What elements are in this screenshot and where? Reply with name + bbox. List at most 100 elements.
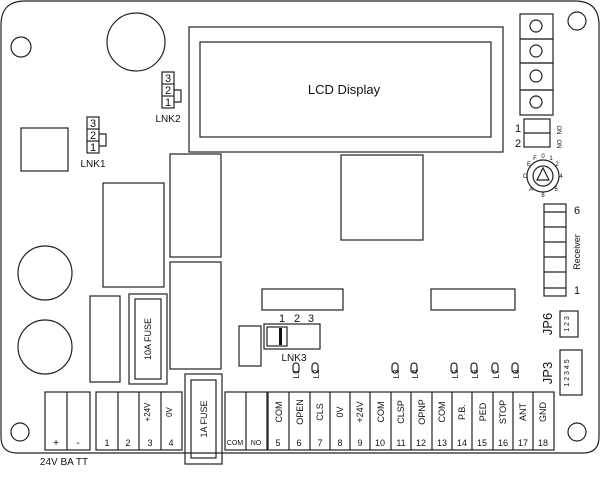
lnk1-label: LNK1 xyxy=(80,159,105,170)
power-terminal-number: 3 xyxy=(147,438,152,448)
rotary-switch[interactable] xyxy=(526,159,560,193)
processor-chip xyxy=(340,154,424,241)
buzzer xyxy=(106,12,166,72)
power-terminal-label: 0V xyxy=(165,406,174,416)
trim-potentiometer xyxy=(20,127,69,172)
led-label: L4 xyxy=(411,369,420,378)
led-l6 xyxy=(470,362,478,374)
lnk3-box xyxy=(263,323,321,350)
main-terminal-number: 17 xyxy=(518,438,528,448)
lnk1-header[interactable] xyxy=(86,116,100,154)
push-button-3-cap xyxy=(529,69,543,83)
fuse-10a[interactable] xyxy=(134,298,162,380)
rotary-digit: C xyxy=(523,174,528,180)
rotary-digits: 0 1 2 4 6 8 A C E F xyxy=(523,154,564,199)
battery-minus: - xyxy=(76,438,79,449)
lnk3-label: LNK3 xyxy=(281,353,306,364)
rotary-digit: A xyxy=(529,187,533,193)
jp3-jumper[interactable] xyxy=(559,349,583,396)
mounting-hole xyxy=(567,11,587,31)
push-button-3[interactable] xyxy=(519,62,554,91)
led-label: L1 xyxy=(292,369,301,378)
led-l1 xyxy=(292,362,300,374)
main-terminal-number: 13 xyxy=(437,438,447,448)
main-terminal-label: PED xyxy=(478,402,488,421)
main-terminal-label: +24V xyxy=(355,401,365,422)
main-terminal-number: 11 xyxy=(396,438,405,448)
main-terminal-number: 14 xyxy=(457,438,467,448)
power-terminal-number: 2 xyxy=(125,438,130,448)
main-terminal-number: 15 xyxy=(477,438,487,448)
led-label: L3 xyxy=(392,369,401,378)
led-l5 xyxy=(450,362,458,374)
header-strip xyxy=(430,288,516,311)
lnk1-pin: 2 xyxy=(90,130,96,142)
led-l4 xyxy=(410,362,418,374)
main-terminal-label: COM xyxy=(274,402,284,423)
led-label: L5 xyxy=(451,369,460,378)
mounting-hole xyxy=(10,422,30,442)
main-terminal-label: ANT xyxy=(518,402,528,421)
battery-caption: 24V BA TT xyxy=(40,457,88,468)
fuse-holder-1a xyxy=(184,373,223,465)
rotary-digit: E xyxy=(527,162,531,168)
main-terminal-label: STOP xyxy=(498,400,508,424)
component-block xyxy=(238,325,262,367)
main-terminal-number: 9 xyxy=(357,438,362,448)
main-terminal-label: GND xyxy=(538,402,548,423)
jp3-label: JP3 xyxy=(540,362,555,384)
capacitor xyxy=(17,319,73,375)
mounting-hole xyxy=(567,422,587,442)
fuse-holder-10a xyxy=(128,293,168,385)
receiver-pin: 6 xyxy=(574,205,580,217)
main-terminal-number: 10 xyxy=(375,438,385,448)
led-l2 xyxy=(311,362,319,374)
push-button-4[interactable] xyxy=(519,89,554,116)
rotary-digit: 8 xyxy=(541,193,545,199)
lnk1-pin: 3 xyxy=(90,118,96,130)
board-outline xyxy=(0,0,600,454)
led-label: L2 xyxy=(312,369,321,378)
main-terminal-label: COM xyxy=(437,402,447,423)
battery-plus: + xyxy=(53,438,59,449)
led-label: L7 xyxy=(492,369,501,378)
relay-terminal-label: COM xyxy=(227,440,244,447)
dip-row-label: 2 xyxy=(515,138,521,150)
fuse-10a-label: 10A FUSE xyxy=(143,318,153,360)
push-button-2[interactable] xyxy=(519,38,554,64)
main-terminal-number: 12 xyxy=(416,438,426,448)
lnk2-label: LNK2 xyxy=(155,114,180,125)
main-terminal-label: OPEN xyxy=(295,399,305,425)
lnk3-pin: 2 xyxy=(294,313,300,325)
main-terminal-number: 8 xyxy=(337,438,342,448)
main-terminal-label: COM xyxy=(376,402,386,423)
power-terminal-number: 4 xyxy=(168,438,173,448)
lnk2-pin: 1 xyxy=(165,97,171,109)
transformer-block xyxy=(102,182,165,288)
power-terminal-number: 1 xyxy=(104,438,109,448)
main-terminal-label: CLS xyxy=(315,403,325,421)
push-button-1-cap xyxy=(529,19,543,33)
capacitor xyxy=(17,245,73,301)
mounting-hole xyxy=(10,36,32,58)
lnk3-jumper-cap[interactable] xyxy=(266,326,288,347)
header-strip xyxy=(261,288,344,311)
led-label: L6 xyxy=(471,369,480,378)
main-terminal-label: CLSP xyxy=(396,400,406,424)
lcd-label: LCD Display xyxy=(308,82,381,97)
jp6-jumper[interactable] xyxy=(559,310,579,338)
main-terminal-label: OPNP xyxy=(417,399,427,425)
rotary-digit: F xyxy=(533,156,537,162)
lnk2-pin: 2 xyxy=(165,85,171,97)
lnk2-pin: 3 xyxy=(165,73,171,85)
jp6-label: JP6 xyxy=(540,313,555,335)
relay-terminal-label: NO xyxy=(251,440,262,447)
relay-block xyxy=(169,261,222,370)
led-l3 xyxy=(391,362,399,374)
fuse-1a[interactable] xyxy=(190,379,217,459)
jp3-pins: 1 2 3 4 5 xyxy=(564,359,571,386)
push-button-1[interactable] xyxy=(519,13,554,40)
main-terminal-number: 6 xyxy=(296,438,301,448)
relay-block xyxy=(169,153,222,258)
main-terminal-number: 16 xyxy=(498,438,508,448)
